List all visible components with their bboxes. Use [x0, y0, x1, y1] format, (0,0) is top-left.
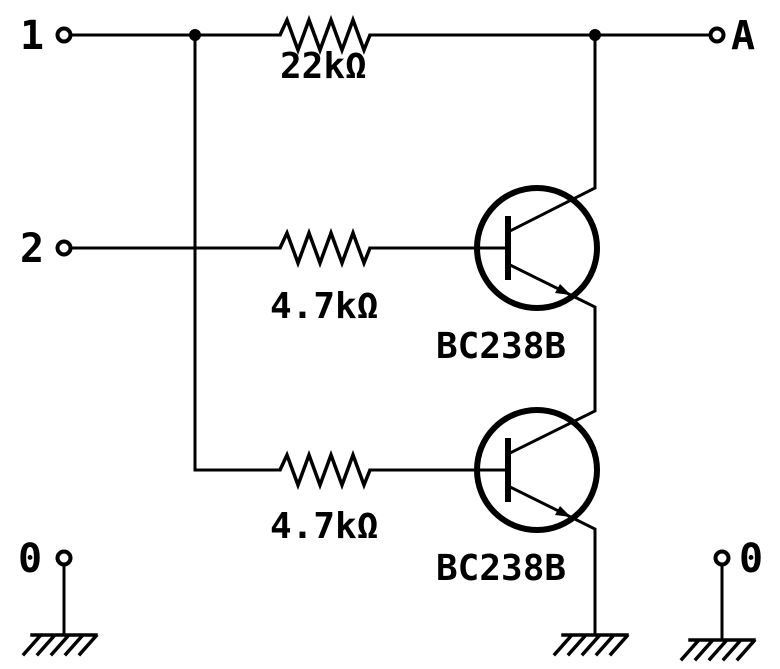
terminal-output	[708, 26, 726, 44]
resistor-r1-value-label: 22kΩ	[280, 46, 367, 87]
resistor-r2-value-label: 4.7kΩ	[270, 286, 378, 327]
transistor-q2-emitter-arrow	[555, 506, 571, 517]
junction-dot-rail-right	[589, 29, 601, 41]
wire-q1-collector	[505, 33, 597, 235]
terminal-ground-left-label: 0	[18, 536, 42, 582]
resistor-r1	[278, 14, 372, 56]
wire-input1-vertical-to-r3	[193, 33, 282, 472]
terminal-input2-label: 2	[20, 226, 44, 272]
wire-q2-emitter-to-ground	[505, 483, 597, 635]
terminal-input1	[55, 26, 73, 44]
ground-symbol-right	[679, 638, 757, 662]
transistor-q2-body	[474, 407, 600, 533]
terminal-ground-left	[55, 549, 73, 567]
transistor-q1-body	[474, 185, 600, 311]
terminal-ground-right	[713, 549, 731, 567]
ground-symbol-center	[552, 633, 630, 657]
transistor-q1-emitter-arrow	[555, 284, 571, 295]
resistor-r3	[278, 449, 372, 491]
resistor-r2	[278, 227, 372, 269]
terminal-output-label: A	[731, 13, 755, 59]
resistor-r3-value-label: 4.7kΩ	[270, 506, 378, 547]
wire-q1-emitter-to-q2-collector	[505, 261, 597, 457]
transistor-q2-part-label: BC238B	[436, 548, 566, 589]
terminal-input1-label: 1	[20, 13, 44, 59]
terminal-input2	[55, 239, 73, 257]
junction-dot-rail-left	[189, 29, 201, 41]
terminal-ground-right-label: 0	[739, 536, 763, 582]
transistor-q1-part-label: BC238B	[436, 326, 566, 367]
ground-symbol-left	[21, 633, 99, 657]
